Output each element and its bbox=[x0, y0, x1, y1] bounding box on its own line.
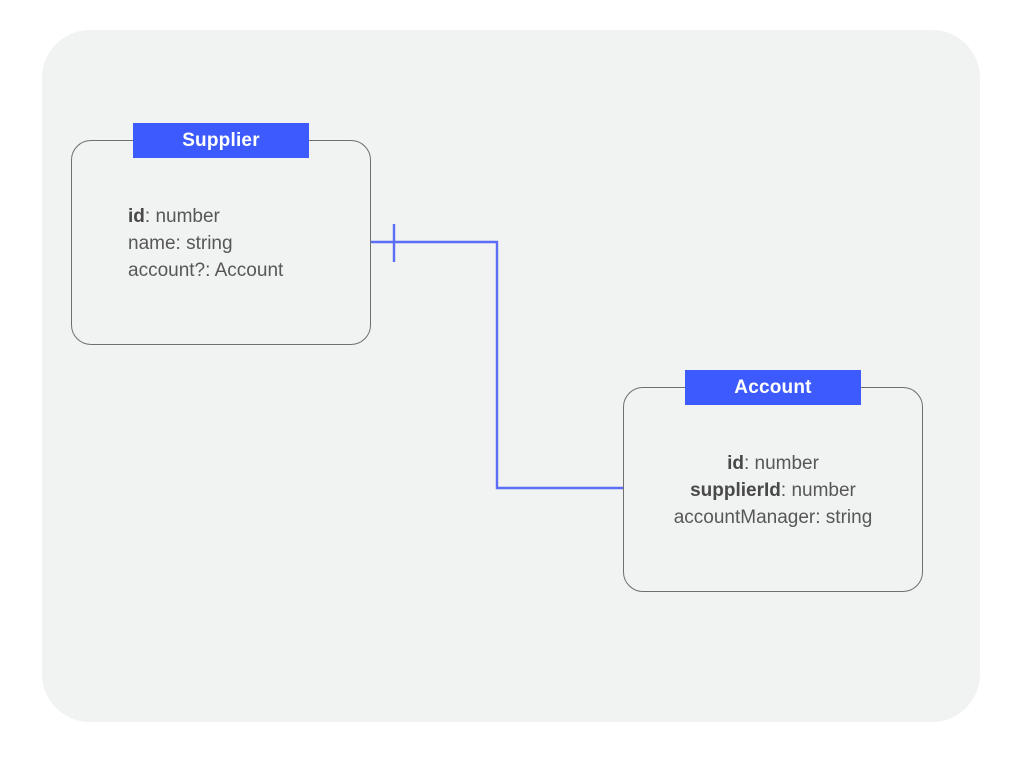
field-row: name: string bbox=[128, 230, 370, 257]
entity-account-title: Account bbox=[685, 370, 861, 405]
field-type: : string bbox=[175, 233, 233, 254]
field-row: account?: Account bbox=[128, 257, 370, 284]
field-type: : Account bbox=[205, 260, 284, 281]
field-row: id: number bbox=[624, 450, 922, 477]
field-row: id: number bbox=[128, 203, 370, 230]
field-row: accountManager: string bbox=[624, 504, 922, 531]
field-type: : string bbox=[815, 507, 873, 528]
entity-account-fields: id: number supplierId: number accountMan… bbox=[624, 450, 922, 531]
field-key: id bbox=[727, 453, 744, 474]
entity-supplier[interactable]: Supplier id: number name: string account… bbox=[71, 123, 371, 345]
field-row: supplierId: number bbox=[624, 477, 922, 504]
field-key: accountManager bbox=[673, 507, 816, 528]
field-type: : number bbox=[743, 453, 819, 474]
entity-account[interactable]: Account id: number supplierId: number ac… bbox=[623, 370, 923, 592]
entity-supplier-title: Supplier bbox=[133, 123, 309, 158]
field-key: id bbox=[128, 206, 145, 227]
field-key: account? bbox=[128, 260, 206, 281]
entity-supplier-fields: id: number name: string account?: Accoun… bbox=[72, 203, 370, 284]
field-type: : number bbox=[144, 206, 220, 227]
field-type: : number bbox=[780, 480, 856, 501]
field-key: name bbox=[128, 233, 176, 254]
field-key: supplierId bbox=[690, 480, 781, 501]
